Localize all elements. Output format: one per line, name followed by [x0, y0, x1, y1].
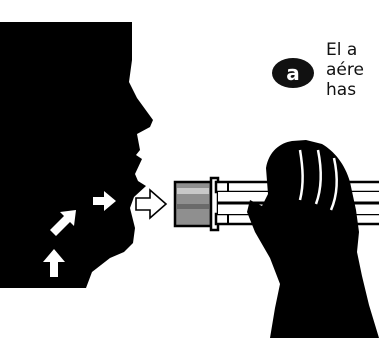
- step-badge: a: [272, 58, 314, 88]
- caption-line: El a: [326, 40, 379, 60]
- instruction-caption: El a aére has: [326, 40, 379, 100]
- caption-line: has: [326, 80, 379, 100]
- outline-arrow-icon: [136, 190, 166, 218]
- caption-line: aére: [326, 60, 379, 80]
- hand-icon: [247, 140, 379, 338]
- face-profile-icon: [0, 22, 153, 288]
- step-letter: a: [286, 63, 300, 83]
